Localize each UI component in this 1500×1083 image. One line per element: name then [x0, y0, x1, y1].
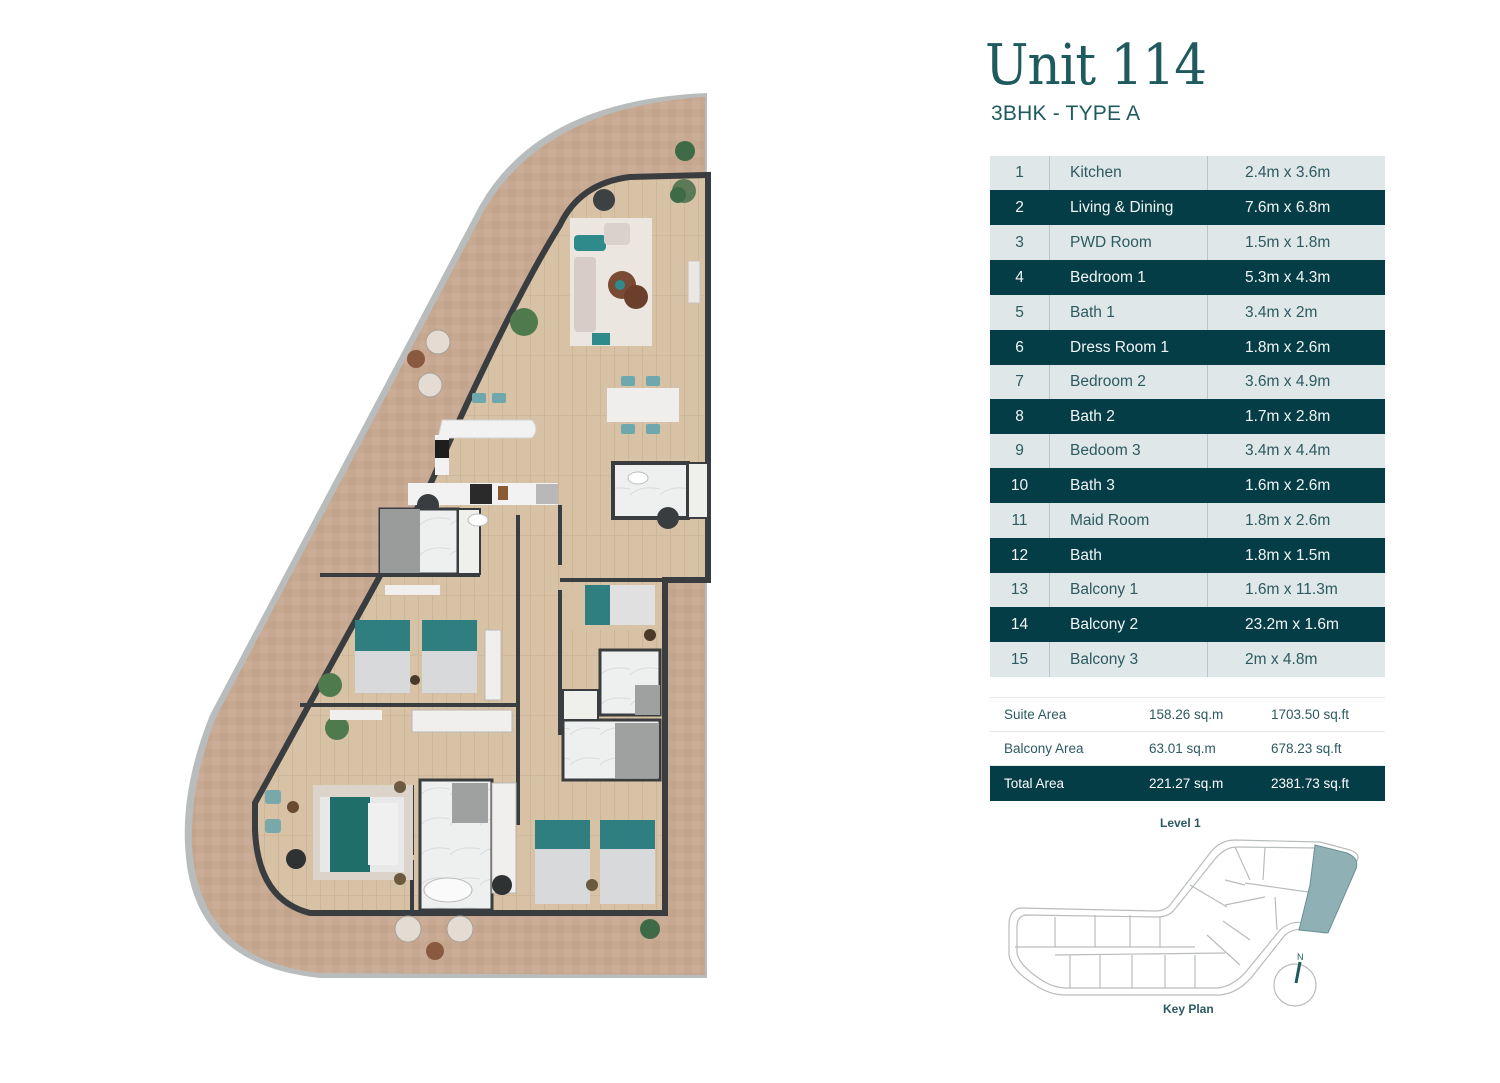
area-sqft: 1703.50 sq.ft — [1271, 707, 1350, 722]
room-name: Dress Room 1 — [1050, 330, 1208, 365]
room-schedule-table: 1 Kitchen 2.4m x 3.6m 2 Living & Dining … — [990, 156, 1385, 677]
bedroom-2 — [318, 585, 502, 701]
area-label: Suite Area — [1004, 707, 1067, 722]
room-number: 14 — [990, 607, 1050, 642]
room-size: 1.6m x 2.6m — [1245, 476, 1331, 494]
bedroom-1 — [265, 710, 413, 885]
unit-title: Unit 114 — [985, 33, 1207, 98]
room-number: 13 — [990, 573, 1050, 607]
room-size: 1.8m x 2.6m — [1245, 338, 1331, 356]
pwd-room — [611, 461, 709, 529]
north-compass-icon: N — [1273, 952, 1317, 1007]
closet — [411, 709, 513, 733]
table-row: 9 Bedoom 3 3.4m x 4.4m — [990, 434, 1385, 468]
room-name: Bedroom 1 — [1050, 260, 1208, 295]
table-row: 13 Balcony 1 1.6m x 11.3m — [990, 573, 1385, 607]
bath-2 — [598, 648, 662, 717]
table-row: 5 Bath 1 3.4m x 2m — [990, 295, 1385, 330]
table-row: 2 Living & Dining 7.6m x 6.8m — [990, 190, 1385, 225]
room-name: Balcony 1 — [1050, 573, 1208, 607]
area-summary-table: Suite Area 158.26 sq.m 1703.50 sq.ft Bal… — [990, 697, 1385, 801]
room-size: 23.2m x 1.6m — [1245, 615, 1339, 633]
room-size: 2m x 4.8m — [1245, 650, 1318, 668]
bedroom-3 — [535, 820, 655, 904]
table-row: 7 Bedroom 2 3.6m x 4.9m — [990, 365, 1385, 399]
room-number: 11 — [990, 503, 1050, 538]
table-row: 14 Balcony 2 23.2m x 1.6m — [990, 607, 1385, 642]
maid-room — [565, 585, 660, 641]
room-name: PWD Room — [1050, 225, 1208, 260]
bath-3 — [378, 507, 489, 576]
room-name: Balcony 3 — [1050, 642, 1208, 677]
total-area-row: Total Area 221.27 sq.m 2381.73 sq.ft — [990, 766, 1385, 801]
table-row: 4 Bedroom 1 5.3m x 4.3m — [990, 260, 1385, 295]
room-name: Bedroom 2 — [1050, 365, 1208, 399]
table-row: 11 Maid Room 1.8m x 2.6m — [990, 503, 1385, 538]
room-name: Balcony 2 — [1050, 607, 1208, 642]
room-number: 3 — [990, 225, 1050, 260]
table-row: 1 Kitchen 2.4m x 3.6m — [990, 156, 1385, 190]
table-row: 10 Bath 3 1.6m x 2.6m — [990, 468, 1385, 503]
room-size: 1.8m x 1.5m — [1245, 546, 1331, 564]
area-sqm: 63.01 sq.m — [1149, 741, 1216, 756]
room-number: 1 — [990, 156, 1050, 190]
table-row: 15 Balcony 3 2m x 4.8m — [990, 642, 1385, 677]
bath-maid — [561, 689, 662, 782]
area-sqft: 2381.73 sq.ft — [1271, 776, 1350, 791]
balcony-area-row: Balcony Area 63.01 sq.m 678.23 sq.ft — [990, 732, 1385, 766]
area-label: Total Area — [1004, 776, 1065, 791]
unit-type: 3BHK - TYPE A — [991, 102, 1141, 125]
room-number: 2 — [990, 190, 1050, 225]
room-number: 6 — [990, 330, 1050, 365]
room-name: Bath 2 — [1050, 399, 1208, 434]
floor-plan — [180, 85, 720, 985]
room-number: 4 — [990, 260, 1050, 295]
bath-1 — [418, 778, 517, 912]
living-room-furniture — [510, 179, 701, 346]
svg-text:N: N — [1297, 952, 1304, 962]
room-number: 9 — [990, 434, 1050, 468]
kitchen-counter — [408, 419, 558, 516]
room-number: 7 — [990, 365, 1050, 399]
room-name: Bath 3 — [1050, 468, 1208, 503]
room-size: 3.4m x 2m — [1245, 303, 1318, 321]
suite-area-row: Suite Area 158.26 sq.m 1703.50 sq.ft — [990, 698, 1385, 732]
room-number: 15 — [990, 642, 1050, 677]
table-row: 12 Bath 1.8m x 1.5m — [990, 538, 1385, 573]
room-number: 5 — [990, 295, 1050, 330]
room-name: Living & Dining — [1050, 190, 1208, 225]
room-size: 1.7m x 2.8m — [1245, 407, 1331, 425]
key-plan-caption: Key Plan — [1163, 1002, 1214, 1016]
area-sqm: 158.26 sq.m — [1149, 707, 1224, 722]
room-size: 1.6m x 11.3m — [1245, 581, 1338, 598]
room-number: 8 — [990, 399, 1050, 434]
key-plan: N — [995, 835, 1385, 1010]
table-row: 6 Dress Room 1 1.8m x 2.6m — [990, 330, 1385, 365]
area-sqft: 678.23 sq.ft — [1271, 741, 1342, 756]
unit-highlight — [1298, 844, 1358, 934]
room-size: 7.6m x 6.8m — [1245, 198, 1331, 216]
balcony-furniture — [394, 141, 695, 960]
room-name: Bath — [1050, 538, 1208, 573]
table-row: 3 PWD Room 1.5m x 1.8m — [990, 225, 1385, 260]
dining-table — [472, 376, 679, 434]
room-name: Bath 1 — [1050, 295, 1208, 330]
room-number: 10 — [990, 468, 1050, 503]
room-number: 12 — [990, 538, 1050, 573]
room-size: 3.6m x 4.9m — [1245, 373, 1331, 390]
room-name: Kitchen — [1050, 156, 1208, 190]
room-name: Maid Room — [1050, 503, 1208, 538]
area-sqm: 221.27 sq.m — [1149, 776, 1224, 791]
room-size: 1.5m x 1.8m — [1245, 233, 1331, 251]
level-label: Level 1 — [1160, 816, 1201, 830]
room-size: 2.4m x 3.6m — [1245, 164, 1331, 181]
building-outline — [1008, 839, 1359, 996]
room-size: 3.4m x 4.4m — [1245, 442, 1331, 459]
room-size: 1.8m x 2.6m — [1245, 511, 1331, 529]
room-name: Bedoom 3 — [1050, 434, 1208, 468]
room-size: 5.3m x 4.3m — [1245, 268, 1331, 286]
table-row: 8 Bath 2 1.7m x 2.8m — [990, 399, 1385, 434]
area-label: Balcony Area — [1004, 741, 1084, 756]
